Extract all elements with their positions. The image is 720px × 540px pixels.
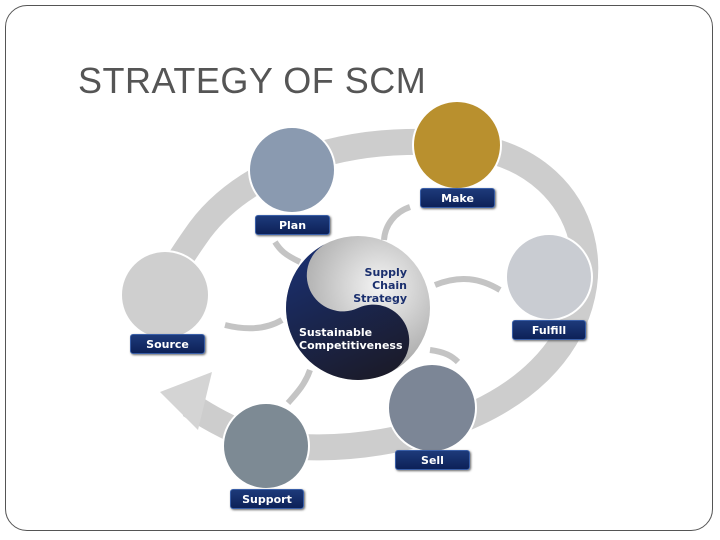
stage-label-source: Source: [130, 334, 205, 354]
make-photo: [412, 100, 502, 190]
cycle-arrowhead: [160, 372, 212, 430]
stage-label-plan: Plan: [255, 215, 330, 235]
small-arrows: [224, 204, 502, 405]
slide-frame: [5, 5, 713, 531]
slide-title: STRATEGY OF SCM: [78, 60, 427, 101]
support-photo: [222, 402, 310, 490]
center-top-line1: Supply Chain: [364, 266, 407, 292]
center-dark-half: [286, 242, 410, 380]
center-bottom-line1: Sustainable: [299, 326, 373, 339]
stage-label-make: Make: [420, 188, 495, 208]
sell-photo: [387, 363, 477, 453]
stage-label-support: Support: [230, 489, 304, 509]
stage-label-sell: Sell: [395, 450, 470, 470]
center-top-text: Supply Chain Strategy: [330, 266, 407, 305]
center-bottom-text: Sustainable Competitiveness: [299, 326, 403, 352]
center-top-line2: Strategy: [353, 292, 407, 305]
plan-photo: [248, 126, 336, 214]
stage-label-fulfill: Fulfill: [512, 320, 586, 340]
source-photo: [120, 250, 210, 340]
fulfill-photo: [505, 233, 593, 321]
center-bottom-line2: Competitiveness: [299, 339, 403, 352]
